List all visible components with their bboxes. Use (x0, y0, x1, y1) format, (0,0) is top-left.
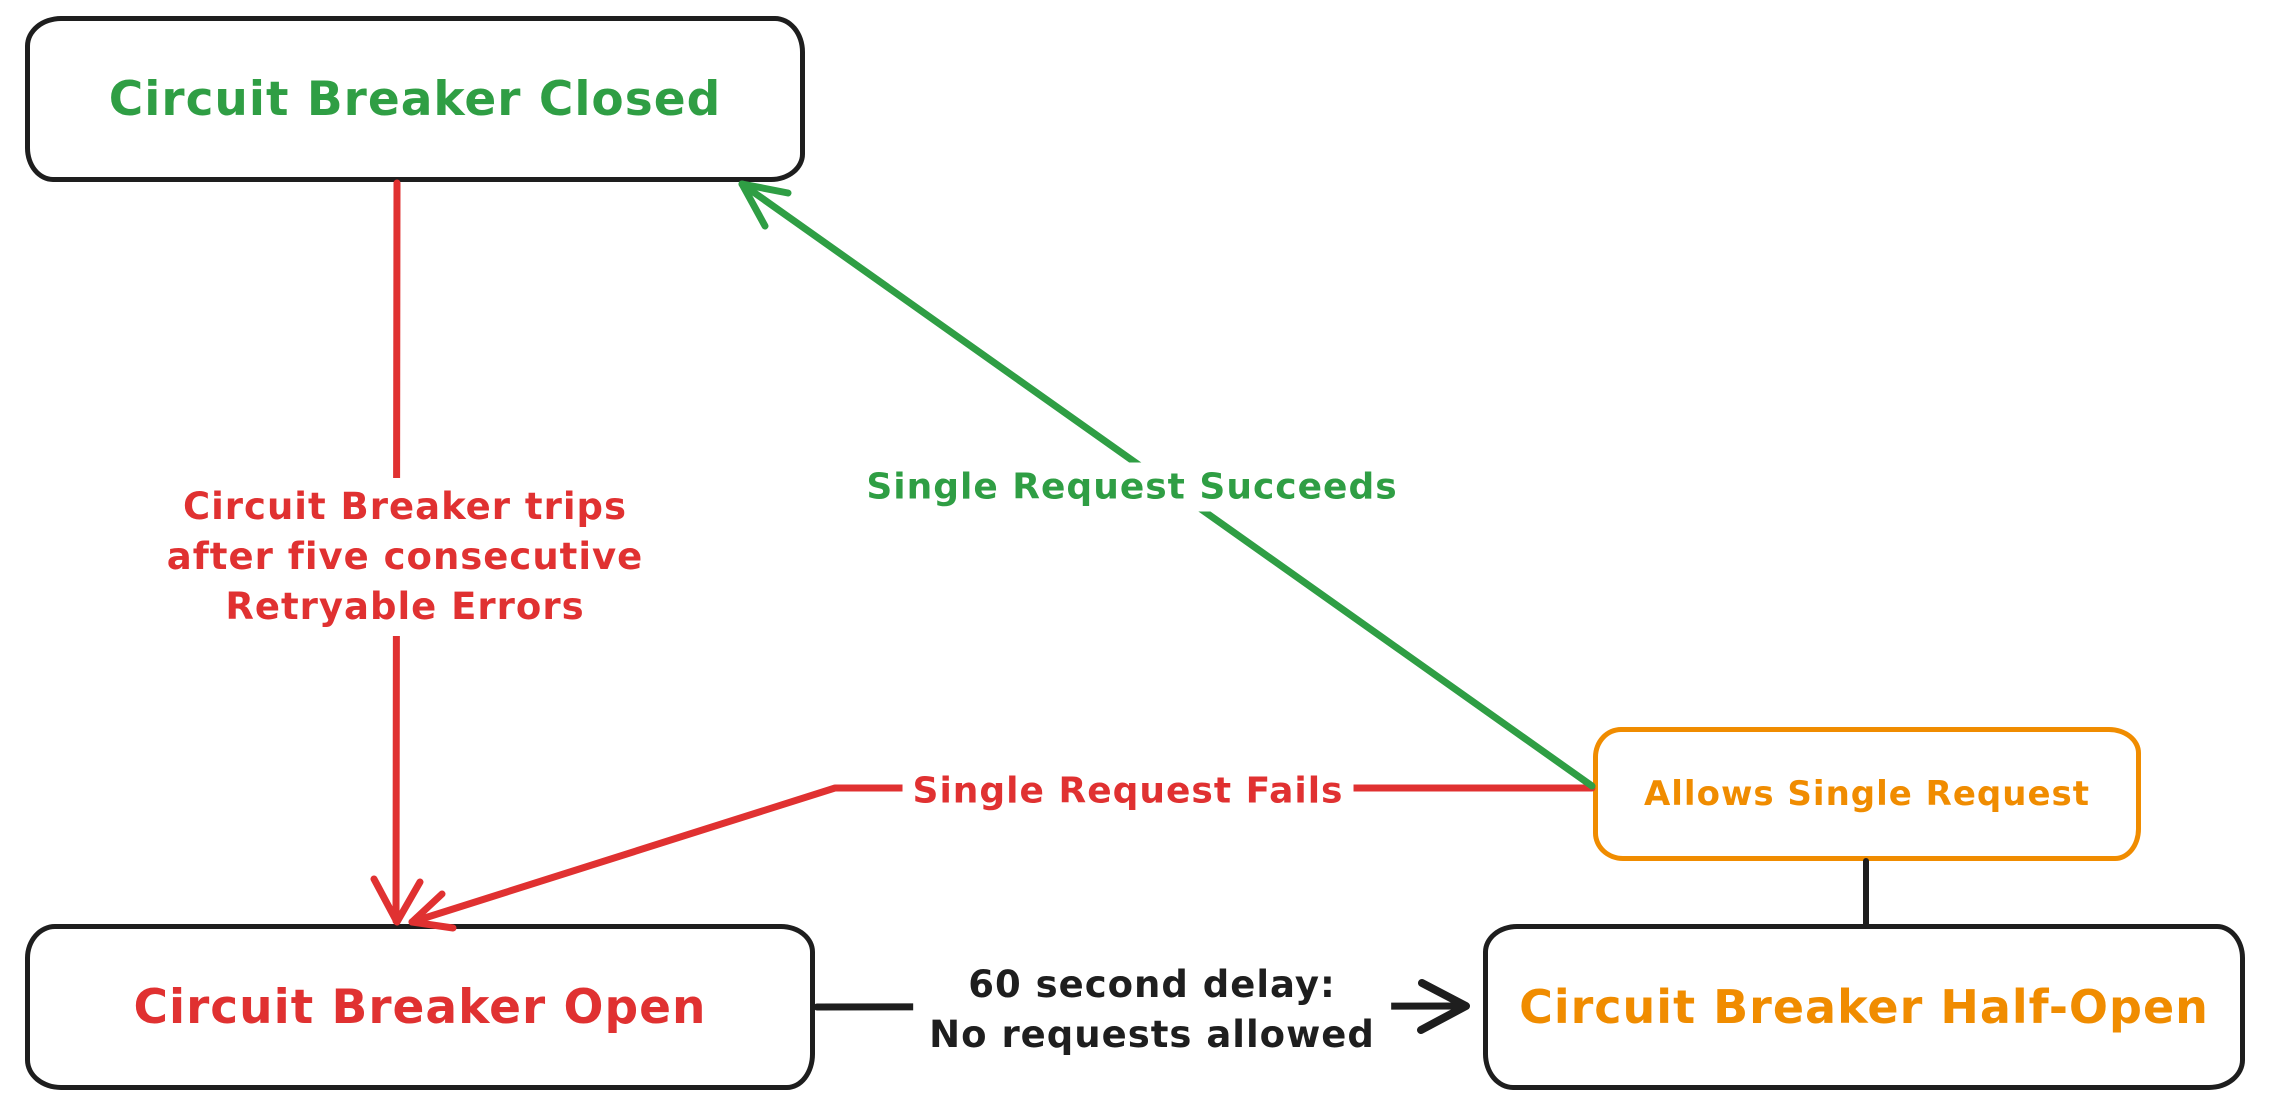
node-circuit-breaker-half-open-label: Circuit Breaker Half-Open (1519, 980, 2209, 1034)
node-allows-single-request-label: Allows Single Request (1643, 774, 2091, 814)
edge-label-delay-line1: 60 second delay: (968, 963, 1336, 1006)
edge-trip-arrowhead (370, 875, 424, 926)
edge-label-delay: 60 second delay: No requests allowed (913, 956, 1391, 1064)
edge-label-single-request-succeeds: Single Request Succeeds (850, 462, 1414, 512)
node-circuit-breaker-closed: Circuit Breaker Closed (25, 16, 805, 182)
edge-label-trip: Circuit Breaker trips after five consecu… (150, 478, 660, 636)
node-circuit-breaker-open-label: Circuit Breaker Open (133, 979, 707, 1035)
edge-label-trip-line2: after five consecutive (166, 535, 644, 578)
node-circuit-breaker-closed-label: Circuit Breaker Closed (108, 71, 722, 127)
node-circuit-breaker-open: Circuit Breaker Open (25, 924, 815, 1090)
edge-label-delay-line2: No requests allowed (929, 1013, 1375, 1056)
edge-label-single-request-fails: Single Request Fails (902, 768, 1354, 814)
edge-delay-arrowhead (1417, 979, 1470, 1034)
edge-label-trip-line3: Retryable Errors (225, 585, 585, 628)
edge-label-trip-line1: Circuit Breaker trips (182, 485, 628, 528)
edge-fails-arrowhead (408, 890, 457, 932)
edge-succeeds-arrowhead (738, 180, 792, 230)
node-allows-single-request: Allows Single Request (1593, 727, 2141, 861)
node-circuit-breaker-half-open: Circuit Breaker Half-Open (1483, 924, 2245, 1090)
